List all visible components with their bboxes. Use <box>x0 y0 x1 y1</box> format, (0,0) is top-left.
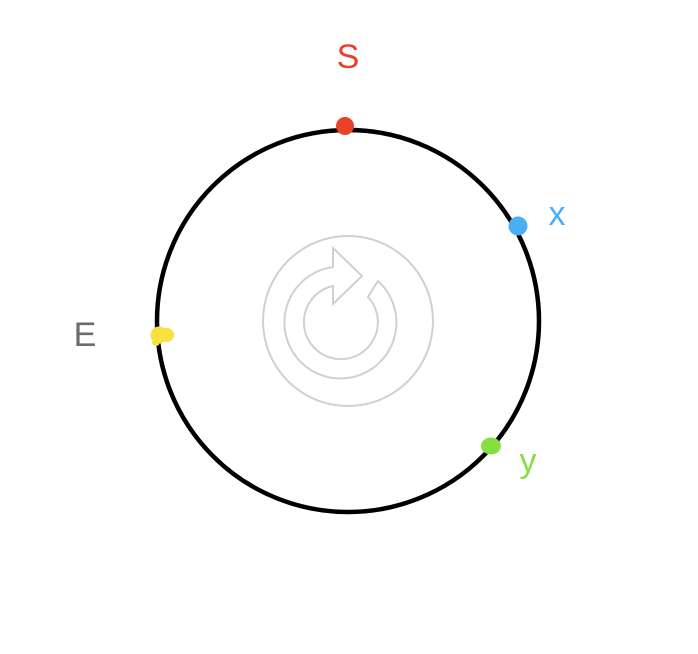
point-x-marker[interactable] <box>508 216 528 236</box>
point-x-label: x <box>549 195 566 233</box>
rotate-reset-icon[interactable] <box>262 235 434 407</box>
point-y-marker[interactable] <box>481 437 501 455</box>
point-s-label: S <box>337 38 360 76</box>
point-y-label: y <box>520 442 537 480</box>
point-e-marker[interactable] <box>150 326 175 347</box>
point-s-marker[interactable] <box>336 117 354 135</box>
point-e-label: E <box>74 316 97 354</box>
circle-track <box>154 127 542 515</box>
